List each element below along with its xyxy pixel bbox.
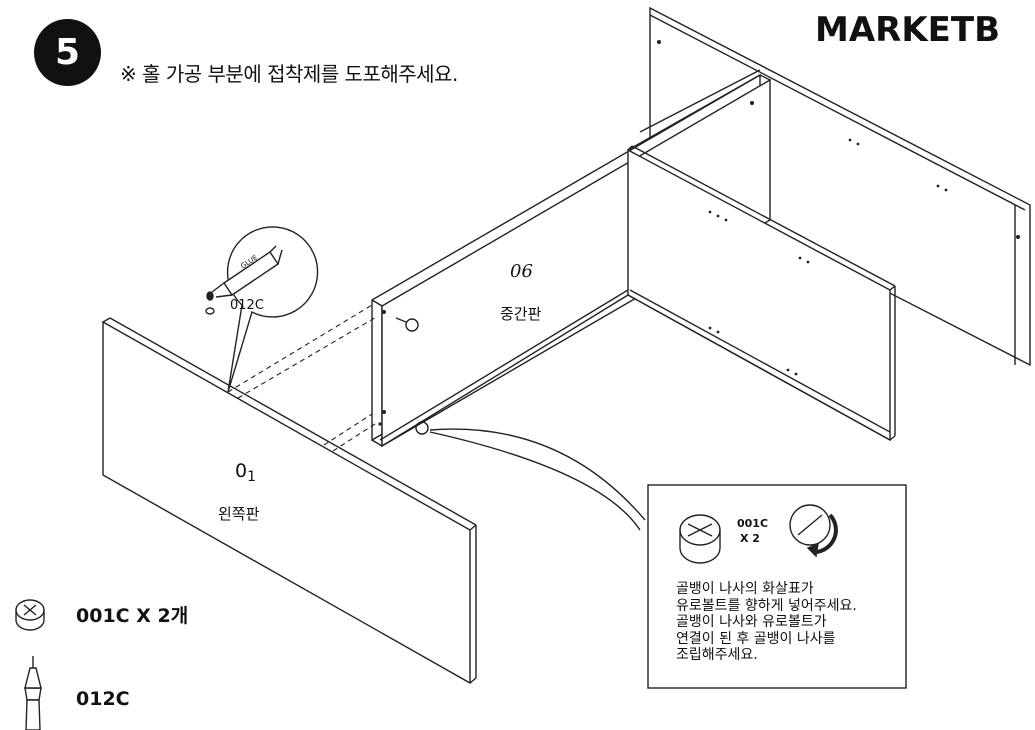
info-instructions: 골뱅이 나사의 화살표가 유로볼트를 향하게 넣어주세요. 골뱅이 나사와 유로… (676, 581, 857, 664)
box-part-code: 001C (737, 517, 769, 530)
step-number-badge: 5 (34, 19, 101, 86)
left-panel (102, 317, 477, 685)
middle-panel-name: 중간판 (500, 305, 542, 323)
middle-panel-number: 06 (510, 261, 533, 282)
rotation-arrow-icon (789, 504, 838, 558)
box-cam-lock-icon (679, 514, 721, 564)
callout-code: 012C (230, 298, 264, 313)
instruction-text: ※ 홀 가공 부분에 접착제를 도포해주세요. (120, 62, 458, 86)
info-line: 유로볼트를 향하게 넣어주세요. (676, 597, 857, 614)
info-line: 조립해주세요. (676, 647, 758, 663)
parts-cam-lock-label: 001C X 2개 (76, 605, 189, 627)
alignment-lines (227, 304, 379, 452)
box-quantity: X 2 (740, 532, 760, 545)
parts-cam-lock-icon (15, 599, 45, 631)
left-panel-name: 왼쪽판 (218, 505, 260, 523)
info-line: 골뱅이 나사와 유로볼트가 (676, 614, 827, 630)
parts-glue-tube-icon (24, 656, 42, 730)
parts-glue-label: 012C (76, 688, 130, 710)
info-line: 골뱅이 나사의 화살표가 (676, 581, 814, 597)
info-line: 연결이 된 후 골뱅이 나사를 (676, 630, 836, 647)
left-panel-number: 01 (235, 460, 257, 485)
brand-logo: MARKETB (815, 10, 1001, 50)
bottom-rail (379, 289, 891, 447)
middle-panel (371, 73, 771, 448)
callout-glue-tube (205, 245, 283, 315)
